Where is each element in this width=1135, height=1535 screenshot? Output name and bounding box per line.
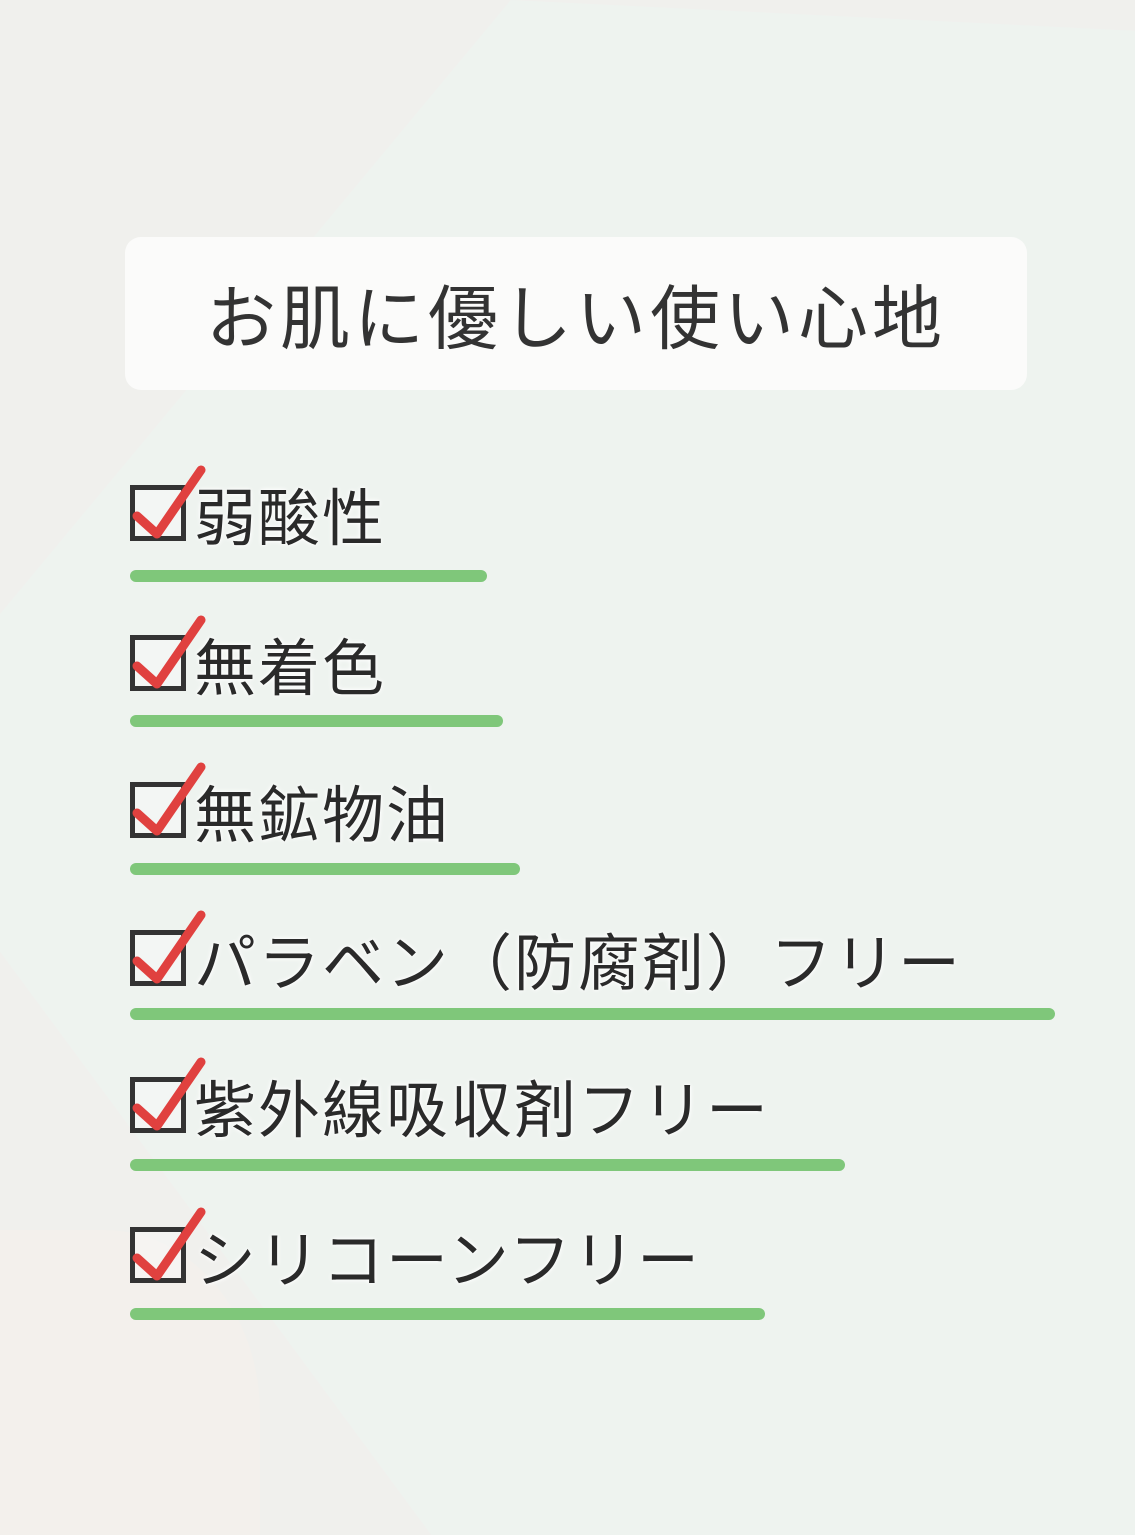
checkbox xyxy=(130,762,206,838)
checkbox xyxy=(130,910,206,986)
checklist-item: 無鉱物油 xyxy=(130,762,450,852)
checklist-item-label: 無着色 xyxy=(194,632,387,705)
page-title: お肌に優しい使い心地 xyxy=(206,278,946,360)
checkmark-icon xyxy=(132,1057,206,1131)
highlight-underline xyxy=(130,863,520,875)
checkmark-icon xyxy=(132,1207,206,1281)
highlight-underline xyxy=(130,1159,845,1171)
checkbox xyxy=(130,1207,206,1283)
checklist-item: シリコーンフリー xyxy=(130,1207,701,1297)
checklist-item: 紫外線吸収剤フリー xyxy=(130,1057,770,1147)
highlight-underline xyxy=(130,715,503,727)
checkbox xyxy=(130,1057,206,1133)
checklist-item-label: 紫外線吸収剤フリー xyxy=(194,1074,771,1147)
highlight-underline xyxy=(130,1008,1055,1020)
highlight-underline xyxy=(130,1308,765,1320)
checkbox xyxy=(130,465,206,541)
checklist-item: パラベン（防腐剤）フリー xyxy=(130,910,962,1000)
checkbox xyxy=(130,615,206,691)
checkmark-icon xyxy=(132,615,206,689)
checklist-item-label: パラベン（防腐剤）フリー xyxy=(194,927,963,1000)
checklist-item-label: シリコーンフリー xyxy=(194,1224,702,1297)
checklist-item-label: 無鉱物油 xyxy=(194,779,451,852)
checkmark-icon xyxy=(132,762,206,836)
checklist-item-label: 弱酸性 xyxy=(194,482,387,555)
highlight-underline xyxy=(130,570,487,582)
checklist-item: 無着色 xyxy=(130,615,386,705)
checkmark-icon xyxy=(132,465,206,539)
checklist-item: 弱酸性 xyxy=(130,465,386,555)
checkmark-icon xyxy=(132,910,206,984)
title-card: お肌に優しい使い心地 xyxy=(125,237,1027,390)
